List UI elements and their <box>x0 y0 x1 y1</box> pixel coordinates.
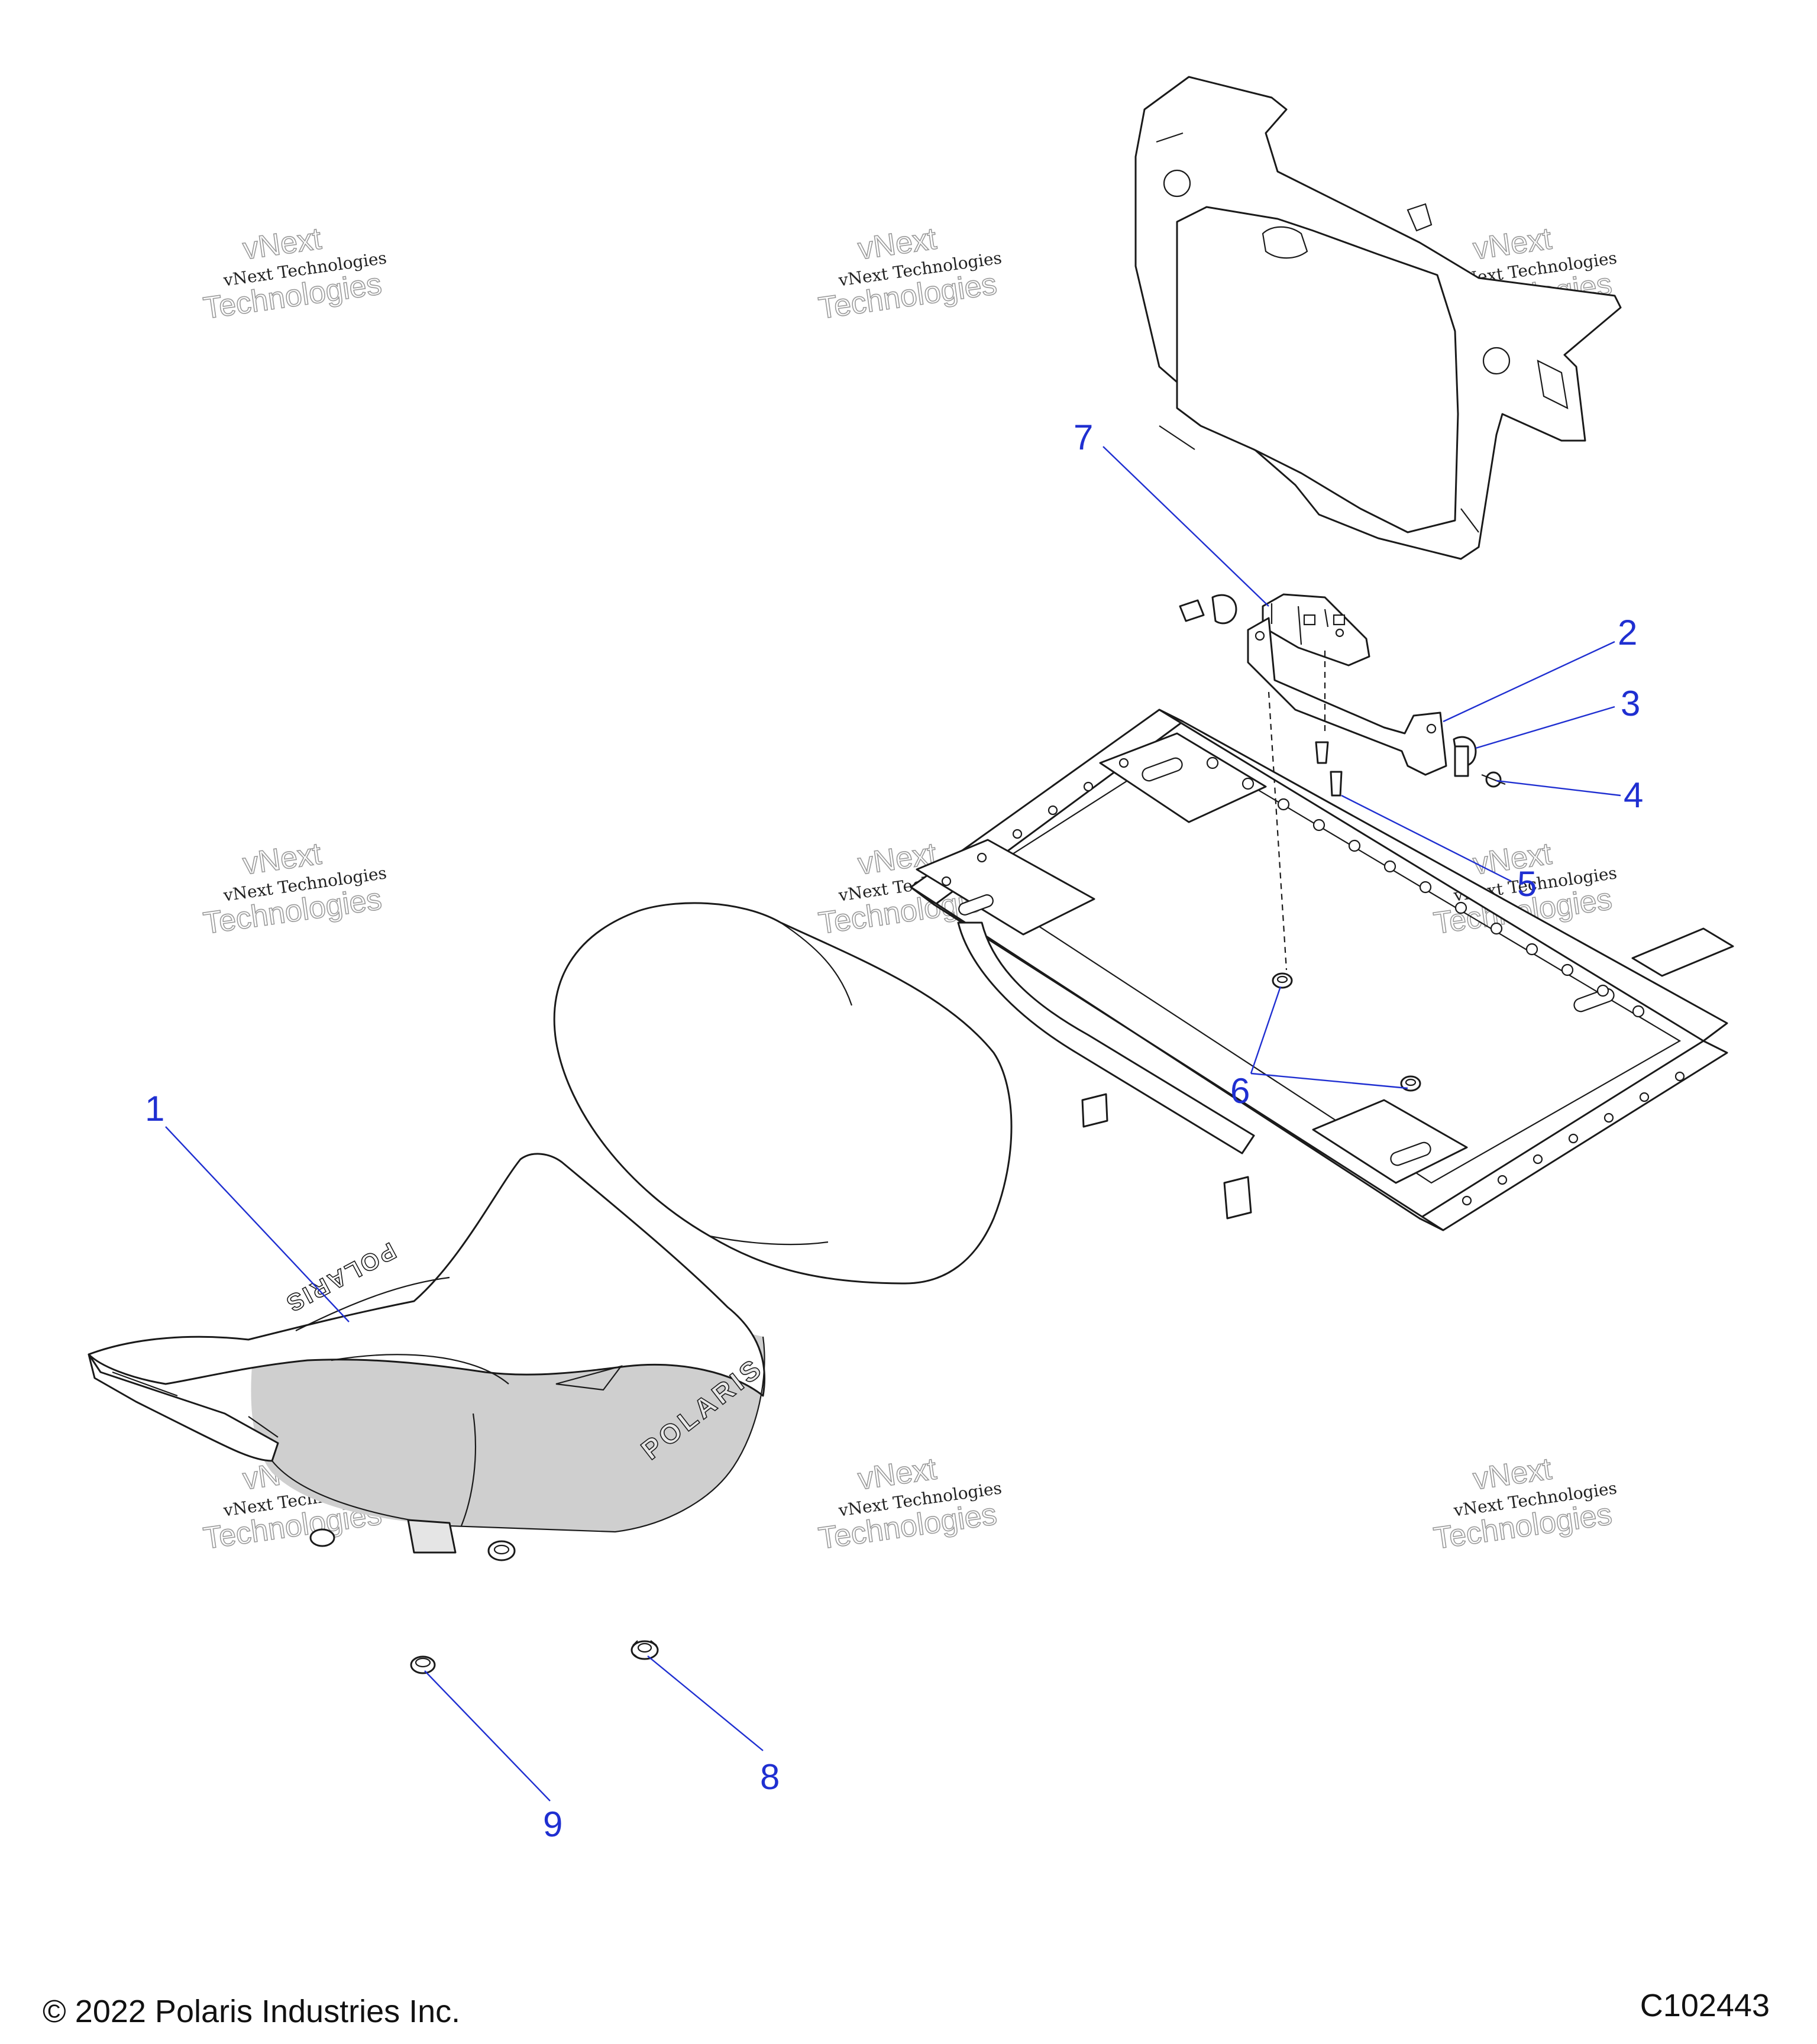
frame-holes <box>941 756 1685 1206</box>
callout-5: 5 <box>1517 864 1537 904</box>
callout-2: 2 <box>1618 613 1637 652</box>
leader-line-6a <box>1250 986 1282 1074</box>
seat-back-panel <box>1134 76 1622 560</box>
leader-line-1 <box>165 1126 350 1322</box>
seat-logo-top: POLARIS <box>280 1237 400 1317</box>
screw-4 <box>1481 771 1506 788</box>
leader-line-9 <box>424 1670 551 1802</box>
callout-1: 1 <box>145 1089 164 1128</box>
watermark: vNext vNext Technologies Technologies <box>816 221 1003 326</box>
leader-line-8 <box>647 1655 764 1751</box>
grommet-6a <box>1272 972 1293 989</box>
assembly-line <box>1268 691 1288 971</box>
diagram-id: C102443 <box>1640 1988 1770 2023</box>
watermark: vNext vNext Technologies Technologies <box>816 1451 1003 1557</box>
callout-4: 4 <box>1624 775 1643 815</box>
seat-latch <box>1262 593 1370 667</box>
callout-7: 7 <box>1074 418 1093 457</box>
grommet-9 <box>410 1655 436 1674</box>
nut-under-seat-right <box>487 1540 516 1561</box>
callout-9: 9 <box>543 1804 562 1844</box>
leader-line-7 <box>1103 446 1269 607</box>
watermark: vNext vNext Technologies Technologies <box>201 836 387 942</box>
leader-line-6b <box>1250 1072 1408 1089</box>
watermark: vNext vNext Technologies Technologies <box>201 221 387 326</box>
callout-3: 3 <box>1621 684 1640 723</box>
bolt-left <box>1179 594 1237 625</box>
seat-assembly: POLARIS POLARIS <box>88 1153 770 1554</box>
leader-line-3 <box>1475 706 1615 749</box>
grommet-6b <box>1400 1075 1421 1092</box>
seat-reference-outline <box>553 902 1013 1285</box>
callout-8: 8 <box>760 1757 780 1797</box>
nut-under-seat-left <box>309 1528 335 1547</box>
leader-line-5 <box>1341 794 1512 882</box>
latch-bracket <box>1247 617 1447 776</box>
watermark: vNext vNext Technologies Technologies <box>1431 1451 1618 1557</box>
push-nut-8 <box>631 1640 659 1660</box>
copyright-text: © 2022 Polaris Industries Inc. <box>43 1994 461 2029</box>
pin-3 <box>1453 736 1477 777</box>
leader-line-2 <box>1443 641 1615 723</box>
leader-line-4 <box>1496 780 1621 797</box>
screw-5 <box>1315 741 1343 797</box>
callout-6: 6 <box>1230 1071 1250 1111</box>
seat-base-frame <box>910 709 1734 1231</box>
